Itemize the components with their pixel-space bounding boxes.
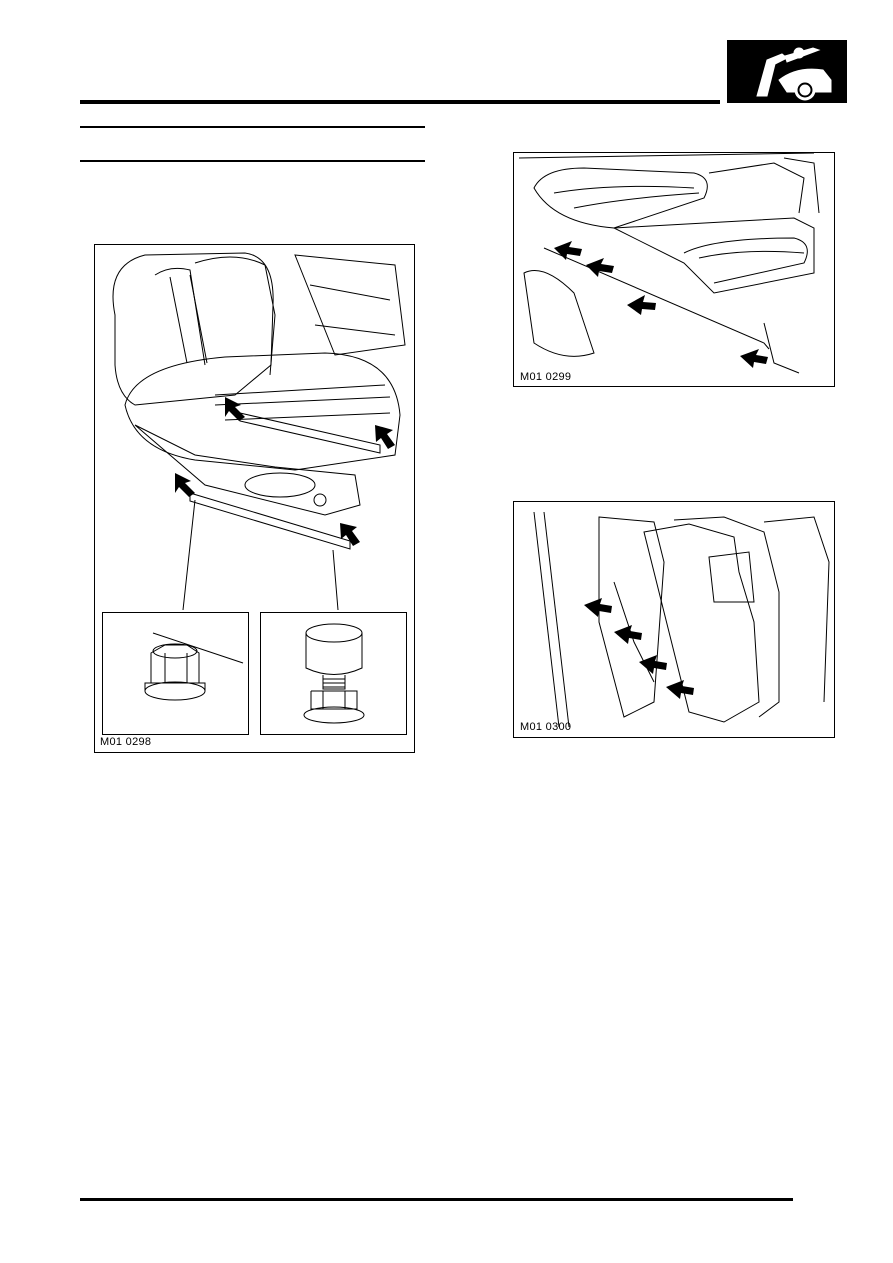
section-rule-top [80,126,425,128]
front-seat-illustration [112,252,406,611]
header-rule [80,100,720,104]
figure-caption: M01 0300 [520,721,572,733]
car-hood-open-icon [756,47,832,101]
rear-cushion-illustration [518,153,820,374]
inset-bolt-nut [260,612,407,735]
figure-caption: M01 0299 [520,371,572,383]
footer-rule [80,1198,793,1201]
inset-flange-nut [102,612,249,735]
bolt-and-nut-icon [303,623,365,724]
rear-backrest-illustration [533,511,830,728]
figure-rear-backrest: M01 0300 [513,501,835,738]
flange-nut-icon [144,632,244,701]
section-rule-bottom [80,160,425,162]
figure-rear-cushion: M01 0299 [513,152,835,387]
section-logo [727,40,847,103]
figure-caption: M01 0298 [100,736,152,748]
figure-front-seat: M01 0298 [94,244,415,753]
